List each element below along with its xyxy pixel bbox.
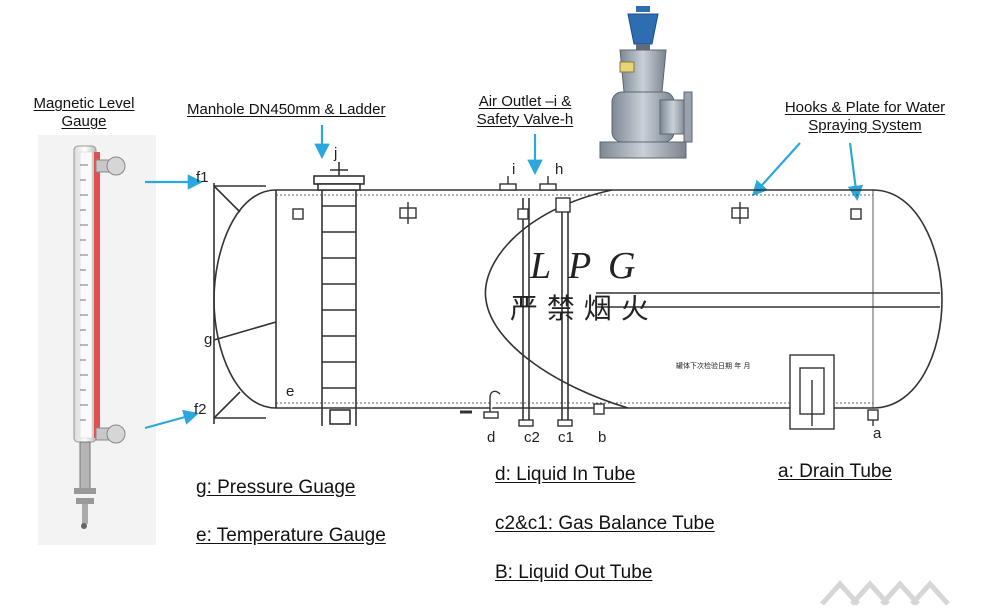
tank-body: [213, 183, 943, 426]
air-outlet-callout: Air Outlet –i & Safety Valve-h: [460, 93, 590, 129]
label-i: i: [512, 161, 515, 178]
label-f2: f2: [194, 401, 207, 418]
magnetic-gauge-line1: Magnetic Level: [33, 95, 135, 112]
no-smoking-text: 严 禁 烟 火: [510, 292, 649, 325]
label-b: b: [598, 429, 606, 446]
label-d: d: [487, 429, 495, 446]
magnetic-gauge-line2: Gauge: [61, 113, 107, 130]
callout-arrows: [144, 125, 864, 430]
legend-c: c2&c1: Gas Balance Tube: [495, 513, 715, 534]
label-e: e: [286, 383, 294, 400]
hooks-line2: Spraying System: [808, 117, 922, 134]
top-fittings: [292, 176, 862, 224]
inspection-date-text: 罐体下次检验日期 年 月: [676, 361, 750, 370]
manhole-callout: Manhole DN450mm & Ladder: [187, 101, 386, 118]
label-j: j: [333, 145, 337, 162]
hooks-line1: Hooks & Plate for Water: [784, 99, 946, 116]
label-a: a: [873, 425, 882, 442]
label-c2: c2: [524, 429, 540, 446]
manhole: [313, 162, 365, 425]
bottom-nozzles: [460, 390, 879, 427]
inspection-door: [789, 354, 835, 430]
hooks-callout: Hooks & Plate for Water Spraying System: [770, 99, 960, 135]
legend-d: d: Liquid In Tube: [495, 464, 636, 485]
legend-a: a: Drain Tube: [778, 461, 893, 482]
magnetic-level-gauge: [38, 135, 156, 545]
ladder: [322, 205, 356, 389]
watermark-chevrons: [820, 580, 950, 606]
legend-e: e: Temperature Gauge: [196, 525, 386, 546]
lpg-text: L P G: [529, 245, 639, 287]
air-outlet-line2: Safety Valve-h: [476, 111, 574, 128]
legend-b: B: Liquid Out Tube: [495, 562, 653, 583]
label-g: g: [204, 331, 212, 348]
label-h: h: [555, 161, 563, 178]
label-f1: f1: [196, 169, 209, 186]
safety-valve-image: [599, 6, 693, 159]
label-c1: c1: [558, 429, 574, 446]
air-outlet-line1: Air Outlet –i &: [478, 93, 572, 110]
magnetic-gauge-callout: Magnetic Level Gauge: [24, 95, 144, 131]
legend-g: g: Pressure Guage: [196, 477, 356, 498]
